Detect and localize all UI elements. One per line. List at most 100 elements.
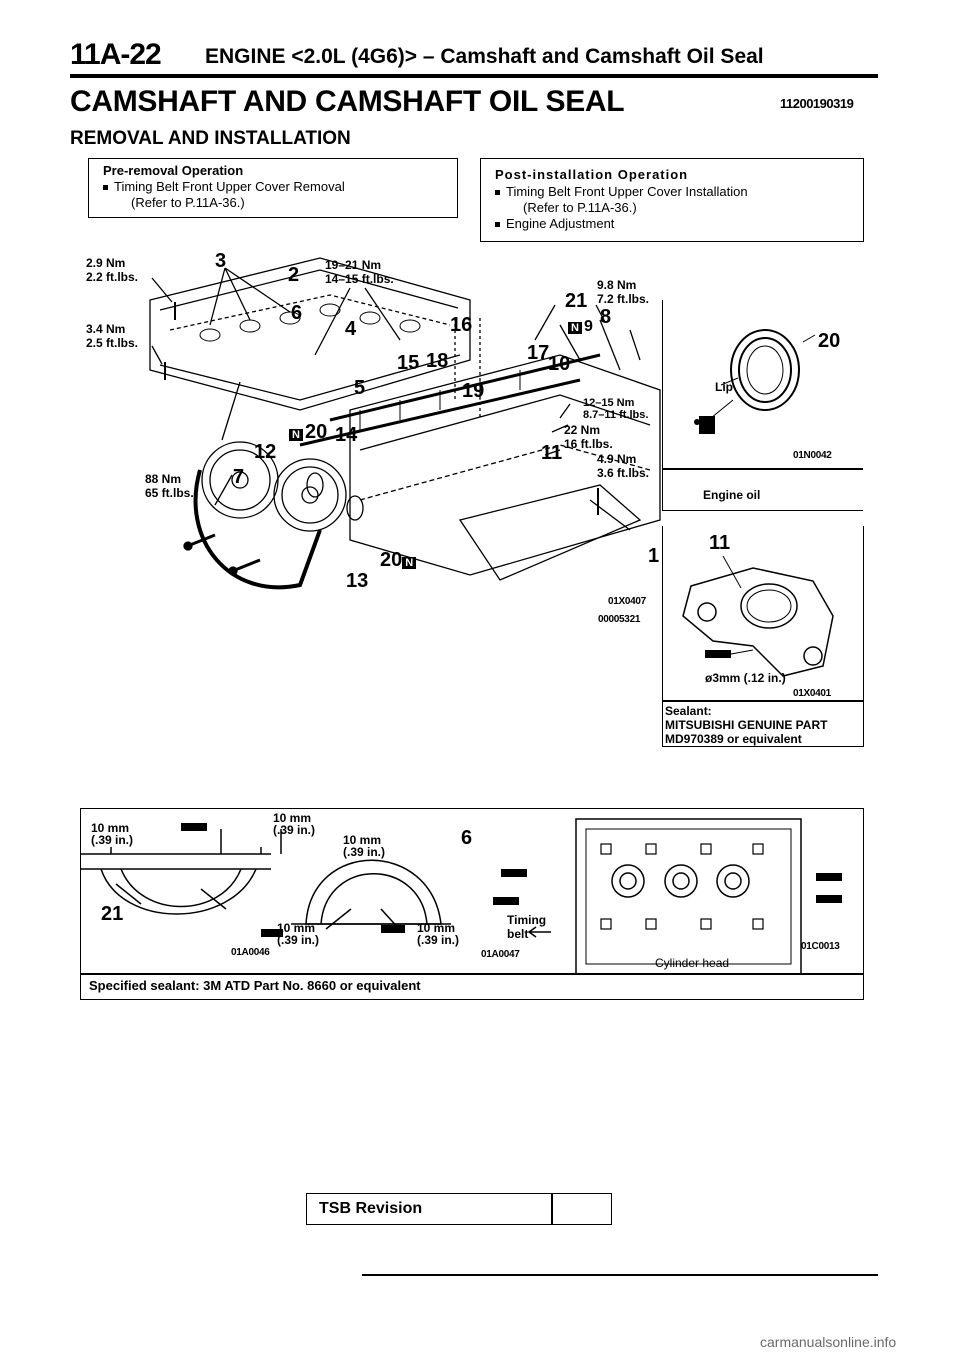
- torque-nm: 9.8 Nm: [597, 278, 637, 292]
- post-installation-ref: (Refer to P.11A-36.): [523, 200, 637, 215]
- header-title: ENGINE <2.0L (4G6)> – Camshaft and Camsh…: [205, 45, 764, 68]
- callout-16: 16: [450, 314, 473, 336]
- torque-nm: 4.9 Nm: [597, 452, 637, 466]
- header-rule: [70, 74, 878, 78]
- torque-nm: 3.4 Nm: [86, 322, 126, 336]
- page-number: 11A-22: [70, 38, 162, 71]
- figure-code-gasket: 01X0401: [793, 688, 831, 699]
- document-code: 11200190319: [780, 96, 854, 111]
- post-installation-item1-text: Timing Belt Front Upper Cover Installati…: [506, 184, 748, 199]
- callout-2: 2: [288, 264, 300, 286]
- sealant-line1: MITSUBISHI GENUINE PART: [665, 718, 828, 732]
- oil-seal-panel: 20 Lip 01N0042 Engine oil: [662, 300, 863, 511]
- figure-code-seal: 01N0042: [793, 450, 832, 461]
- timing-belt-label: Timing belt: [507, 913, 547, 941]
- seal-callout-20: 20: [818, 330, 841, 352]
- main-title: CAMSHAFT AND CAMSHAFT OIL SEAL: [70, 85, 625, 118]
- bottom-callout-6: 6: [461, 827, 473, 849]
- callout-20-lower: 20: [380, 549, 403, 571]
- bullet-icon: [495, 190, 500, 196]
- callout-17: 17: [527, 342, 550, 364]
- pre-removal-heading: Pre-removal Operation: [103, 163, 244, 178]
- section-subtitle: REMOVAL AND INSTALLATION: [70, 128, 351, 149]
- tsb-revision-box: TSB Revision: [306, 1193, 612, 1225]
- bearing-cap-drawing: [682, 555, 834, 677]
- callout-12: 12: [254, 441, 277, 463]
- post-installation-item2: Engine Adjustment: [495, 216, 614, 231]
- dim-lower1-in: (.39 in.): [277, 933, 320, 947]
- callout-19: 19: [462, 380, 485, 402]
- figure-code-fig3: 01C0013: [801, 941, 840, 952]
- dim-lower2-in: (.39 in.): [417, 933, 460, 947]
- callout-15: 15: [397, 352, 420, 374]
- dim-top-in: (.39 in.): [273, 823, 316, 837]
- post-installation-box: Post-installation Operation Timing Belt …: [480, 158, 864, 242]
- gasket-callout-11: 11: [709, 532, 731, 554]
- engine-oil-label: Engine oil: [703, 488, 761, 502]
- bullet-icon: [495, 222, 500, 228]
- post-installation-heading: Post-installation Operation: [495, 167, 689, 182]
- callout-8: 8: [600, 306, 612, 328]
- torque-ftlbs: 2.2 ft.lbs.: [86, 270, 139, 284]
- torque-nm: 19–21 Nm: [325, 258, 382, 272]
- watermark-text: carmanualsonline.info: [760, 1334, 897, 1350]
- callout-10: 10: [548, 353, 571, 375]
- tsb-revision-label: TSB Revision: [319, 1200, 423, 1217]
- post-installation-item1: Timing Belt Front Upper Cover Installati…: [495, 184, 748, 199]
- callout-13: 13: [346, 570, 369, 592]
- callout-20-upper: 20: [304, 421, 328, 443]
- bottom-rule: [362, 1274, 878, 1276]
- n-badge: N: [289, 429, 303, 441]
- torque-ftlbs: 16 ft.lbs.: [564, 437, 613, 451]
- dim-top-mm: 10 mm: [273, 811, 312, 825]
- dim-left-in: (.39 in.): [91, 833, 134, 847]
- sealant-panel: 11 ø3mm (.12 in.) 01X0401 Sealant: MITSU…: [662, 526, 864, 747]
- dim-lower2-mm: 10 mm: [417, 921, 456, 935]
- seal-lip-label: Lip: [715, 380, 733, 394]
- bead-diameter-label: ø3mm (.12 in.): [705, 671, 786, 685]
- bullet-icon: [103, 185, 108, 191]
- torque-ftlbs: 3.6 ft.lbs.: [597, 466, 650, 480]
- bottom-detail-panel: 10 mm (.39 in.) 10 mm (.39 in.) 10 mm (.…: [80, 808, 864, 1000]
- seal-panel-divider: [663, 468, 863, 470]
- callout-1: 1: [648, 545, 660, 567]
- torque-nm: 22 Nm: [564, 423, 601, 437]
- bottom-callout-21: 21: [101, 903, 124, 925]
- oil-seal-drawing: [694, 329, 816, 434]
- pre-removal-item-text: Timing Belt Front Upper Cover Removal: [114, 179, 345, 194]
- tsb-divider: [551, 1194, 553, 1224]
- callout-18: 18: [426, 350, 449, 372]
- torque-ftlbs: 2.5 ft.lbs.: [86, 336, 139, 350]
- specified-sealant-note: Specified sealant: 3M ATD Part No. 8660 …: [89, 978, 421, 993]
- figure-code-fig1: 01A0046: [231, 947, 270, 958]
- dim-arch-in: (.39 in.): [343, 845, 386, 859]
- sealant-panel-divider: [663, 700, 863, 702]
- sealant-heading: Sealant:: [665, 704, 712, 718]
- torque-ftlbs: 65 ft.lbs.: [145, 486, 194, 500]
- callout-4: 4: [345, 318, 357, 340]
- dim-lower1-mm: 10 mm: [277, 921, 316, 935]
- torque-nm: 12–15 Nm: [583, 397, 635, 409]
- torque-ftlbs: 7.2 ft.lbs.: [597, 292, 650, 306]
- torque-ftlbs: 14–15 ft.lbs.: [325, 272, 394, 286]
- pre-removal-ref: (Refer to P.11A-36.): [131, 195, 245, 210]
- dim-left-mm: 10 mm: [91, 821, 130, 835]
- torque-ftlbs: 8.7–11 ft.lbs.: [583, 409, 649, 421]
- callout-9: 9: [583, 318, 593, 335]
- figure-code-main2: 00005321: [598, 614, 641, 625]
- n-badge: N: [402, 557, 417, 569]
- n-badge: N: [568, 322, 582, 334]
- cylinder-head-label: Cylinder head: [655, 956, 730, 970]
- callout-6: 6: [291, 302, 303, 324]
- post-installation-item2-text: Engine Adjustment: [506, 216, 615, 231]
